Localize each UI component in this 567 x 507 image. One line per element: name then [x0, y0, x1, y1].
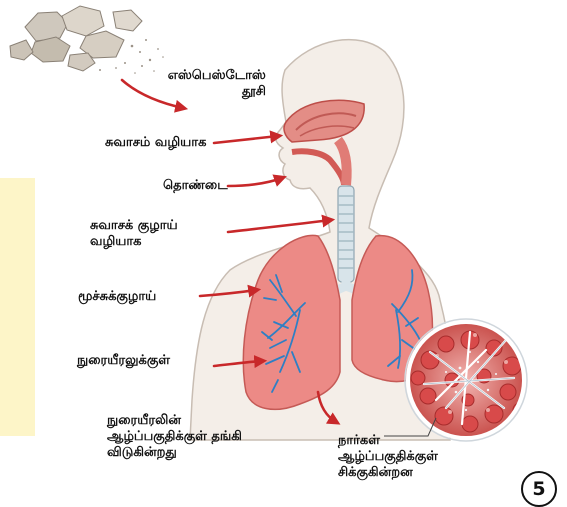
label-asbestos-dust: எஸ்பெஸ்டோஸ் தூசி [150, 68, 266, 100]
label-throat: தொண்டை [163, 178, 228, 194]
label-via-trachea: சுவாசக் குழாய் வழியாக [90, 218, 178, 250]
label-deposited-line3: விடுகின்றது [107, 445, 177, 460]
arrow-trachea [228, 220, 330, 232]
label-deposited-line2: ஆழ்ப்பகுதிக்குள் தங்கி [107, 429, 242, 444]
label-deposited-deep: நுரையீரலின் ஆழ்ப்பகுதிக்குள் தங்கி விடுக… [107, 413, 242, 461]
label-fibers-line2: ஆழ்ப்பகுதிக்குள் [338, 449, 438, 464]
label-via-trachea-line2: வழியாக [90, 234, 142, 249]
label-bronchi: மூச்சுக்குழாய் [78, 289, 156, 305]
arrow-throat [228, 178, 282, 186]
label-fibers-trapped: நார்கள் ஆழ்ப்பகுதிக்குள் சிக்குகின்றன [338, 433, 438, 481]
label-asbestos-dust-line1: எஸ்பெஸ்டோஸ் [168, 68, 266, 83]
arrow-nose [214, 136, 278, 143]
page-number-badge: 5 [521, 471, 557, 507]
side-note-strip [0, 178, 35, 436]
label-fibers-line1: நார்கள் [338, 433, 380, 448]
label-asbestos-dust-line2: தூசி [150, 84, 266, 100]
asbestos-rocks-illustration [10, 6, 164, 74]
magnified-alveoli-lens [405, 319, 527, 441]
label-via-breathing: சுவாசம் வழியாக [105, 135, 206, 151]
label-via-trachea-line1: சுவாசக் குழாய் [90, 218, 178, 233]
label-fibers-line3: சிக்குகின்றன [338, 465, 413, 480]
label-deposited-line1: நுரையீரலின் [107, 413, 181, 428]
label-into-lungs: நுரையீரலுக்குள் [77, 353, 170, 369]
